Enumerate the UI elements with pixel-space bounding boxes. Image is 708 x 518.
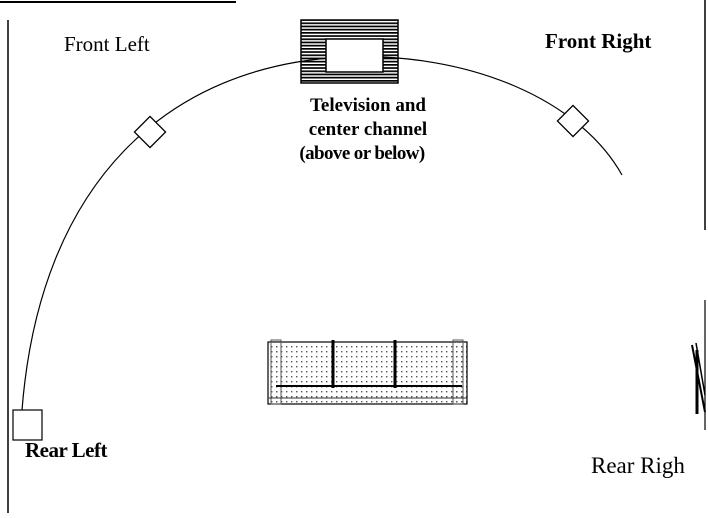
tv-screen [325,38,384,73]
front-right-speaker [556,104,590,138]
tv-caption: Television and center channel (above or … [268,94,468,166]
rear-left-speaker [12,409,43,441]
tv-caption-line-1: Television and [310,95,426,116]
sofa [267,339,468,405]
rear-left-label: Rear Left [25,438,108,462]
front-left-speaker [133,115,167,149]
tv-caption-line-3: (above or below) [299,143,425,164]
tv-caption-line-2: center channel [308,119,428,140]
rear-right-label: Rear Righ [591,453,685,478]
rear-right-speaker [691,342,706,414]
television-center-speaker [300,19,399,84]
front-right-label: Front Right [545,29,652,53]
front-left-label: Front Left [64,32,150,56]
